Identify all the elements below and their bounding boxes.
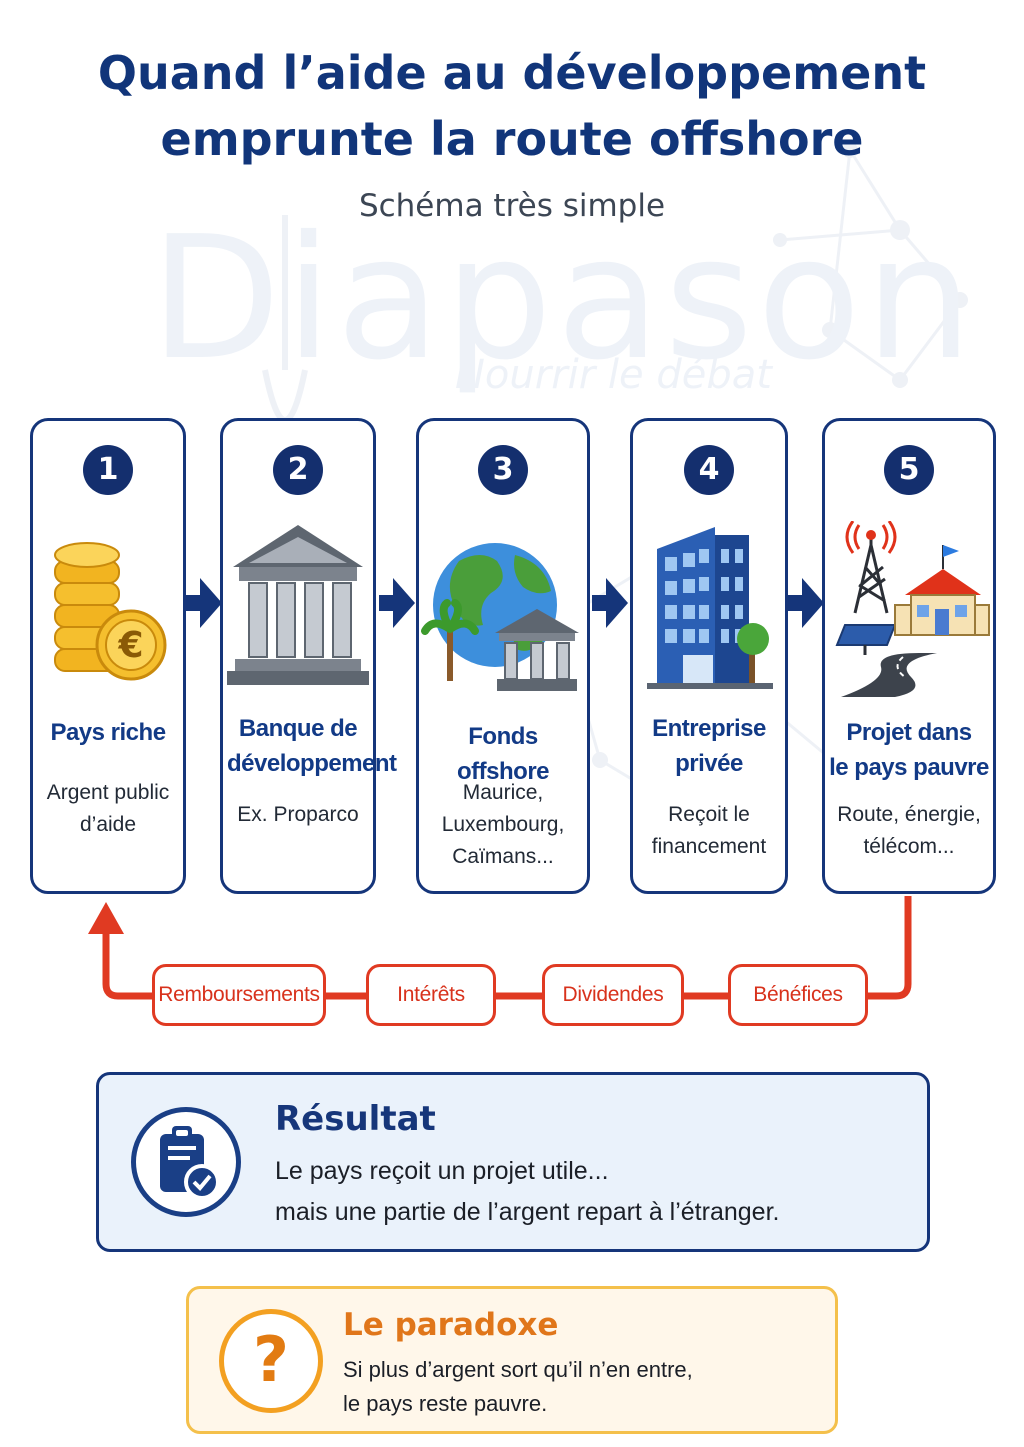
step-description: Maurice, Luxembourg, Caïmans... [423, 777, 583, 873]
step-desc-line: Caïmans... [452, 845, 554, 868]
step-desc-line: Route, énergie, [837, 803, 981, 826]
page-title-line: Quand l’aide au développement [97, 46, 927, 100]
step-description: Reçoit le financement [637, 799, 781, 863]
step-desc-line: d’aide [79, 813, 137, 836]
step-card-projet: 5 Pr [822, 418, 996, 894]
bank-icon [223, 521, 373, 711]
arrow-right-icon [186, 578, 222, 628]
page-subtitle: Schéma très simple [358, 188, 666, 224]
step-title: Banque de développement [227, 711, 397, 781]
infrastructure-project-icon [825, 520, 993, 711]
step-description: Argent public d’aide [37, 777, 179, 841]
step-desc-line: Reçoit le [668, 803, 750, 826]
step-desc-line: télécom... [863, 835, 955, 858]
step-desc-line: Maurice, [462, 781, 544, 804]
step-desc-line: Argent public [46, 781, 170, 804]
paradox-text: Si plus d’argent sort qu’il n’en entre, … [343, 1353, 693, 1421]
page-title: Quand l’aide au développement emprunte l… [0, 40, 1024, 172]
result-box: Résultat Le pays reçoit un projet utile.… [96, 1072, 930, 1252]
svg-text:€: € [117, 625, 143, 666]
step-title-line: Entreprise [652, 715, 766, 742]
step-number: 2 [273, 445, 323, 495]
step-title-line: Pays riche [50, 719, 166, 746]
step-description: Ex. Proparco [227, 799, 369, 831]
paradox-line: Si plus d’argent sort qu’il n’en entre, [343, 1357, 693, 1382]
step-number: 1 [83, 445, 133, 495]
flow-label-dividendes: Dividendes [542, 964, 684, 1026]
paradox-box: ? Le paradoxe Si plus d’argent sort qu’i… [186, 1286, 838, 1434]
arrow-right-icon [788, 578, 824, 628]
result-line: Le pays reçoit un projet utile... [275, 1157, 609, 1185]
watermark-brand: Diapason [150, 200, 977, 398]
step-description: Route, énergie, télécom... [829, 799, 989, 863]
return-flow-line [88, 896, 912, 1000]
step-title: Projet dans le pays pauvre [829, 715, 989, 785]
step-card-fonds-offshore: 3 Fonds offshore Maurice, Luxembourg, Ca… [416, 418, 590, 894]
step-title: Pays riche [37, 715, 179, 750]
clipboard-check-icon [131, 1107, 241, 1217]
flow-label-interets: Intérêts [366, 964, 496, 1026]
arrow-right-icon [379, 578, 415, 628]
step-title-line: Banque de [238, 715, 358, 742]
step-number: 5 [884, 445, 934, 495]
result-title: Résultat [275, 1099, 436, 1139]
step-title-line: développement [227, 750, 397, 777]
office-building-icon [633, 521, 785, 711]
flow-label-benefices: Bénéfices [728, 964, 868, 1026]
step-card-banque: 2 Banque de développement Ex. Proparco [220, 418, 397, 894]
arrow-up-icon [88, 902, 124, 934]
step-desc-line: Ex. Proparco [237, 803, 359, 826]
step-title-line: Fonds offshore [457, 723, 550, 785]
step-title-line: privée [675, 750, 743, 777]
paradox-title: Le paradoxe [343, 1307, 559, 1343]
question-mark-icon: ? [219, 1309, 323, 1413]
step-title-line: le pays pauvre [829, 754, 989, 781]
step-title: Entreprise privée [637, 711, 781, 781]
paradox-line: le pays reste pauvre. [343, 1391, 548, 1416]
result-line: mais une partie de l’argent repart à l’é… [275, 1198, 780, 1226]
step-title: Fonds offshore [423, 719, 583, 789]
step-card-entreprise: 4 Entreprise privée Reçoit le f [630, 418, 788, 894]
result-text: Le pays reçoit un projet utile... mais u… [275, 1151, 779, 1233]
step-number: 4 [684, 445, 734, 495]
page-title-line: emprunte la route offshore [160, 112, 864, 166]
step-number: 3 [478, 445, 528, 495]
step-desc-line: Luxembourg, [441, 813, 565, 836]
step-card-pays-riche: 1 € Pays riche Argent public d’aide [30, 418, 186, 894]
step-desc-line: financement [651, 835, 767, 858]
arrow-right-icon [592, 578, 628, 628]
euro-coins-icon: € [33, 521, 183, 711]
watermark-tagline: Nourrir le débat [455, 352, 772, 398]
flow-label-remboursements: Remboursements [152, 964, 326, 1026]
step-title-line: Projet dans [846, 719, 972, 746]
globe-bank-palm-icon [419, 521, 587, 711]
